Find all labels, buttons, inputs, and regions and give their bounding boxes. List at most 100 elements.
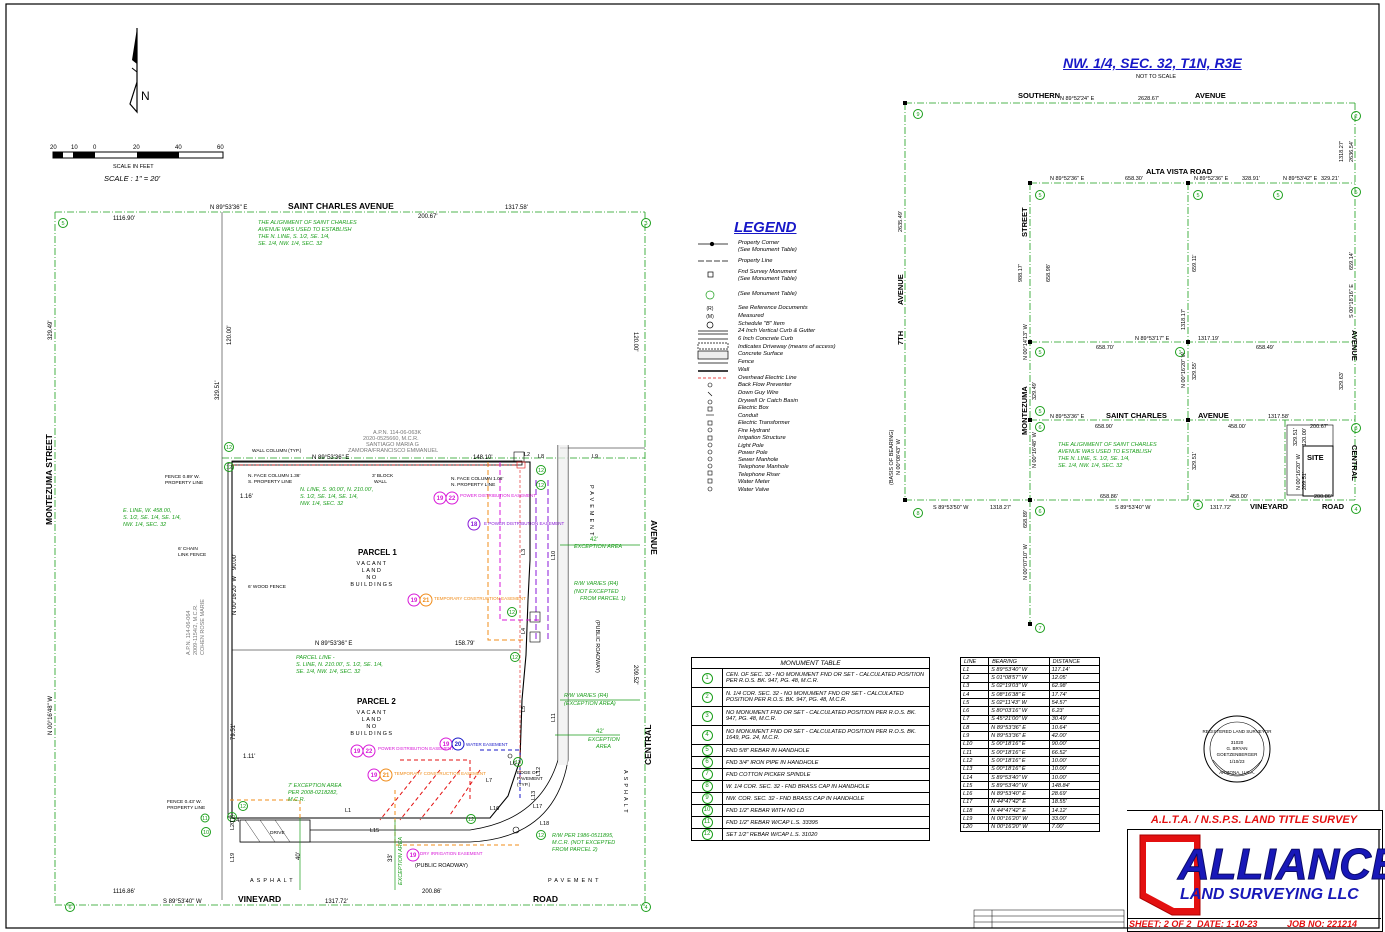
apn-north-doc: 2020-0525660, M.C.R. (363, 436, 419, 442)
line-distance: 10.00' (1048, 772, 1101, 783)
line-bearing: S 02°19'03" W (988, 681, 1050, 691)
line-label-L6: L6 (510, 761, 516, 767)
callout-12b: 12 (224, 462, 234, 472)
line-bearing: S 01°08'57" W (988, 673, 1050, 683)
legend-item: Concrete Surface (738, 351, 784, 357)
legend-item: Overhead Electric Line (738, 375, 797, 381)
sheet-number: SHEET: 2 OF 2 (1129, 919, 1192, 929)
monument-row: CEN. OF SEC. 32 - NO MONUMENT FND OR SET… (722, 668, 930, 688)
vic-central: CENTRAL (1350, 445, 1359, 481)
legend-symbol-r: (R) (707, 306, 714, 312)
legend-item: Water Valve (738, 487, 770, 493)
vic-callout-6b: 6 (1035, 422, 1045, 432)
street-montezuma: MONTEZUMA STREET (44, 433, 54, 525)
line-label-L3: L3 (521, 549, 527, 555)
svg-text:10: 10 (71, 145, 78, 151)
line-label-L7: L7 (486, 778, 492, 784)
not-excepted-note-2: FROM PARCEL 1) (580, 596, 626, 602)
chain-fence-note-1: 6' CHAIN (178, 546, 198, 552)
legend-item: Irrigation Structure (738, 435, 786, 441)
arizona-outline-icon (1139, 834, 1201, 916)
pavement-label-south: PAVEMENT (548, 878, 601, 884)
n-line-note-3: NW. 1/4, SEC. 32 (300, 501, 343, 507)
svg-text:12: 12 (515, 760, 521, 766)
sheet-bar: SHEET: 2 OF 2 DATE: 1-10-23 JOB NO: 2212… (1127, 918, 1381, 931)
legend-item: Fnd Survey Monument (738, 269, 797, 275)
block-wall-note-1: 3' BLOCK (372, 473, 394, 479)
exception-area-note-c: EXCEPTION (588, 737, 620, 743)
svg-text:60: 60 (217, 145, 224, 151)
legend-item: (See Monument Table) (738, 291, 797, 297)
vic-mid-right: 658.49' (1256, 345, 1274, 351)
dim-42b: 42' (596, 729, 604, 735)
svg-text:5: 5 (1038, 350, 1041, 356)
parcel-1-status4: BUILDINGS (350, 582, 393, 588)
sheet-date: DATE: 1-10-23 (1197, 919, 1258, 929)
svg-text:0: 0 (93, 145, 97, 151)
parcel-line-note-1: PARCEL LINE - (296, 655, 335, 661)
callout-10: 10 (201, 827, 211, 837)
vic-vy-left: 658.86' (1100, 494, 1118, 500)
vic-site-3: 209.51' (1302, 472, 1308, 490)
easement-tag-19c: 19 (350, 744, 364, 758)
svg-text:12: 12 (226, 465, 232, 471)
vic-av-bearing1: N 89°52'36" E (1050, 176, 1085, 182)
legend-item: Sewer Manhole (738, 457, 779, 463)
vic-site-2: 120.00' (1302, 428, 1308, 446)
line-distance: 54.57' (1048, 698, 1101, 708)
svg-text:6: 6 (1038, 509, 1041, 515)
north-total: 1317.58' (505, 205, 528, 211)
legend-item: Water Meter (738, 479, 770, 485)
line-label-L18: L18 (540, 821, 549, 827)
alignment-note-4: SE. 1/4, NW. 1/4, SEC. 32 (258, 241, 322, 247)
fence-2-note-2: PROPERTY LINE (167, 805, 205, 811)
line-label-L9: L9 (592, 454, 598, 460)
lot-north: N 89°53'36" E (312, 455, 349, 461)
street-central: CENTRAL (643, 724, 653, 765)
n-face-column-b-note-1: N. FACE COLUMN 1.06' (451, 476, 503, 482)
line-label-L20: L20 (230, 821, 236, 830)
line-distance: 28.69' (1048, 789, 1101, 799)
legend-item: Measured (738, 313, 764, 319)
svg-text:19: 19 (411, 598, 418, 604)
e-power-dist-note: E POWER DISTRIBUTION EASEMENT (484, 521, 565, 526)
easement-tag-21b: 21 (379, 768, 393, 782)
vic-site-b: N 00°16'20" W (1296, 453, 1302, 490)
line-label-L16: L16 (490, 806, 499, 812)
svg-text:12: 12 (538, 468, 544, 474)
west-upper: 329.49' (48, 321, 54, 341)
callout-12f: 12 (510, 652, 520, 662)
vic-vy-bearing2: S 89°53'40" W (1115, 505, 1151, 511)
fence-note-2: PROPERTY LINE (165, 480, 203, 486)
line-distance: 148.84' (1048, 781, 1101, 791)
seal-line1: REGISTERED LAND SURVEYOR (1203, 729, 1273, 734)
legend-item: Telephone Riser (738, 472, 781, 478)
easement-tag-22b: 22 (362, 744, 376, 758)
alignment-note-1: THE ALIGNMENT OF SAINT CHARLES (258, 220, 357, 226)
line-table-header: DISTANCE (1048, 657, 1101, 666)
callout-12e: 12 (507, 607, 517, 617)
north-east-part: 200.67' (418, 214, 438, 220)
vic-southern: SOUTHERN (1018, 91, 1060, 100)
exception-area-note-d: AREA (595, 744, 611, 750)
legend-symbols (697, 241, 729, 379)
vic-callout-7: 7 (1035, 623, 1045, 633)
exception-area-note-b: (EXCEPTION AREA) (564, 701, 616, 707)
legend-item: Fence (738, 359, 755, 365)
dim-33: 33' (388, 854, 394, 862)
svg-text:3: 3 (644, 221, 647, 227)
vic-mont-b2: N 00°16'48" W (1032, 431, 1038, 468)
lot-west-dist: 90.00' (232, 554, 238, 570)
line-id: L16 (959, 789, 990, 799)
legend-item: Conduit (738, 413, 758, 419)
line-bearing: S 45°21'00" W (988, 714, 1050, 725)
line-id: L6 (959, 706, 990, 716)
line-bearing: S 89°53'40" W (988, 664, 1050, 675)
callout-12h: 12 (238, 801, 248, 811)
line-distance: 17.74' (1048, 689, 1101, 700)
vic-mid-bearing: N 89°53'17" E (1135, 336, 1170, 342)
monument-row: FND 1/2" REBAR WITH NO LD (722, 804, 930, 817)
svg-text:22: 22 (366, 749, 373, 755)
